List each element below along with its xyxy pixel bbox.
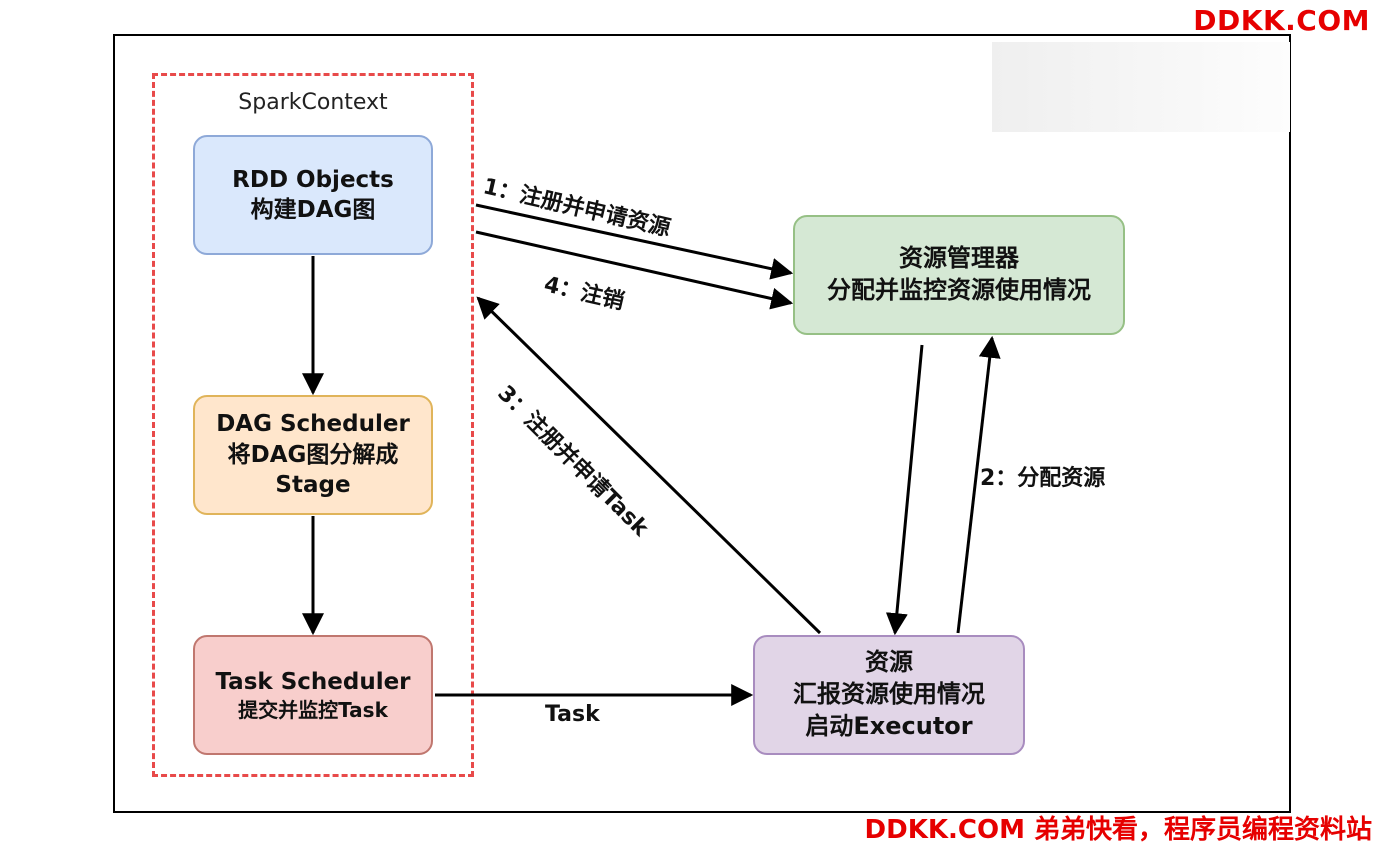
resource-node: 资源 汇报资源使用情况 启动Executor [753,635,1025,755]
dag-scheduler-node: DAG Scheduler 将DAG图分解成 Stage [193,395,433,515]
watermark-top: DDKK.COM [1193,4,1370,37]
dag-title: DAG Scheduler [216,411,410,438]
task-subtitle: 提交并监控Task [238,697,388,722]
sparkcontext-label: SparkContext [238,90,388,115]
task-scheduler-node: Task Scheduler 提交并监控Task [193,635,433,755]
rdd-title: RDD Objects [232,166,394,193]
watermark-bottom: DDKK.COM 弟弟快看，程序员编程资料站 [864,815,1372,845]
resource-title: 资源 [865,648,913,677]
rm-subtitle: 分配并监控资源使用情况 [827,276,1091,304]
dag-subtitle-2: Stage [275,472,351,499]
edge-label-task: Task [545,702,600,727]
blurred-region [992,42,1290,132]
resource-manager-node: 资源管理器 分配并监控资源使用情况 [793,215,1125,335]
arrow-rm-to-resource [885,344,924,636]
resource-subtitle-2: 启动Executor [805,711,973,740]
sparkcontext-group [152,73,474,777]
resource-subtitle: 汇报资源使用情况 [793,680,985,709]
edge-label-allocate-resource: 2：分配资源 [980,466,1106,491]
arrow-unregister [475,230,794,310]
arrow-register-task [476,296,822,635]
dag-subtitle: 将DAG图分解成 [227,441,399,468]
rm-title: 资源管理器 [899,244,1019,273]
task-title: Task Scheduler [215,668,411,695]
arrow-register-apply [475,203,794,280]
rdd-objects-node: RDD Objects 构建DAG图 [193,135,433,255]
rdd-subtitle: 构建DAG图 [250,197,376,223]
arrow-allocate-resource [956,335,1001,634]
